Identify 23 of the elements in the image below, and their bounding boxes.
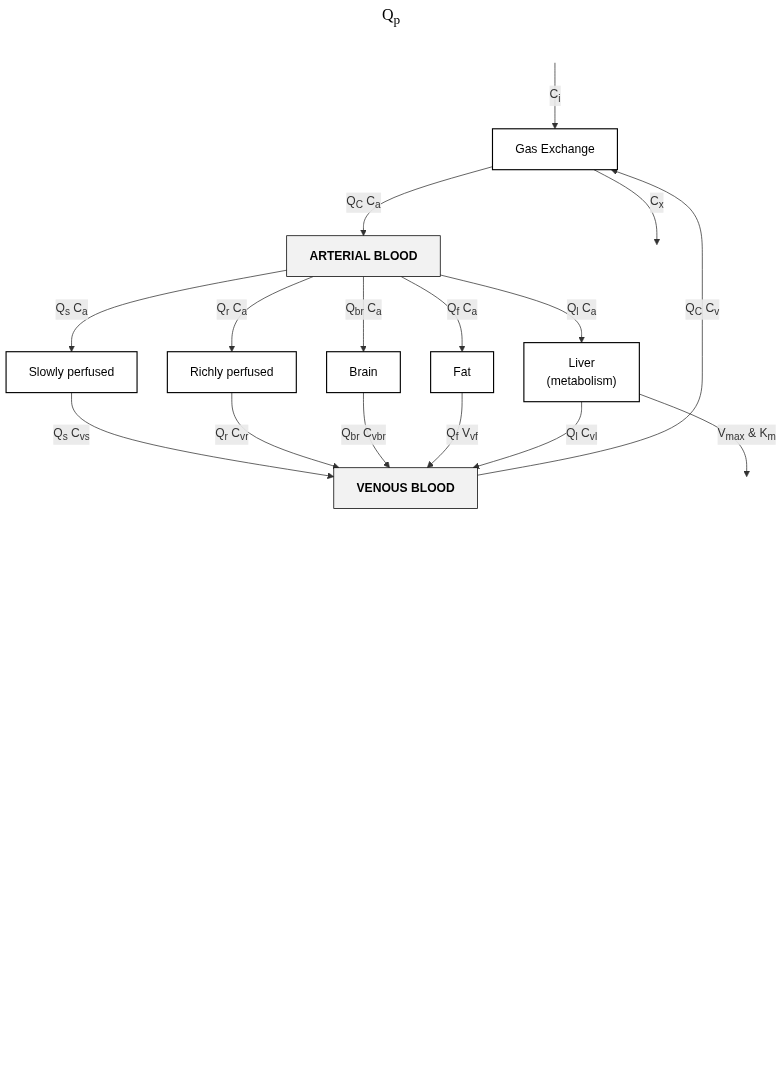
process-box: Richly perfused [166,351,297,394]
process-box: Liver (metabolism) [523,342,640,403]
edge-label: Q$_{C}$ C$_{a}$ [346,194,381,211]
edge-label: Q$_{r}$ C$_{a}$ [216,301,248,318]
edge-label: V$_{max}$ & K$_{m}$ [717,426,776,443]
process-box: Gas Exchange [491,128,618,171]
process-box: VENOUS BLOOD [333,467,478,510]
edge-label: Q$_{l}$ C$_{vl}$ [566,426,598,443]
process-box: Slowly perfused [5,351,138,394]
edge-label: C$_{x}$ [649,194,664,211]
process-box: Fat [430,351,495,394]
process-box: Brain [326,351,401,394]
edge-label: Q$_{l}$ C$_{a}$ [566,301,597,318]
edge-label: Q$_{br}$ C$_{vbr}$ [341,426,386,443]
edge-label: Q$_{s}$ C$_{vs}$ [53,426,90,443]
edge-label: C$_{i}$ [549,87,561,104]
process-box: ARTERIAL BLOOD [286,235,441,278]
edge-label: Q$_{C}$ C$_{v}$ [685,301,720,318]
edge-label: Q$_{s}$ C$_{a}$ [55,301,88,318]
edge-label: Q$_{r}$ C$_{vr}$ [215,426,249,443]
edge-label: Q$_{f}$ C$_{a}$ [447,301,478,318]
edge-label: Q$_{br}$ C$_{a}$ [345,301,382,318]
edge-label: Q$_{f}$ V$_{vf}$ [446,426,478,443]
